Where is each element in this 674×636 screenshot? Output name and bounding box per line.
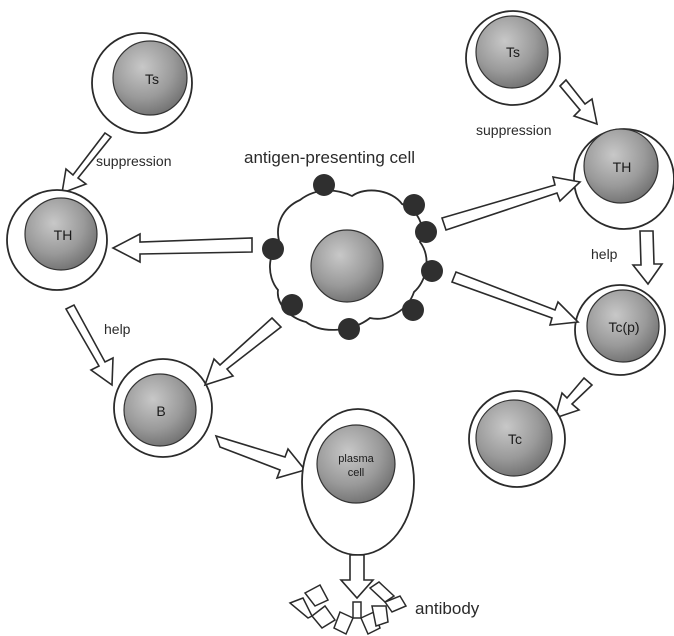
ts-right-label: Ts	[506, 44, 520, 60]
plasma-label-line1: plasma	[338, 453, 374, 465]
antigen-dot	[415, 221, 437, 243]
b-cell-label: B	[156, 403, 165, 419]
arrow-apc-to-th-left	[113, 234, 252, 262]
arrow-b-to-plasma	[216, 436, 305, 478]
th-left-label: TH	[54, 227, 73, 243]
antigen-dot	[262, 238, 284, 260]
apc-label: antigen-presenting cell	[244, 148, 415, 167]
arrow-apc-to-b	[205, 318, 281, 385]
antigen-dot	[403, 194, 425, 216]
ts-cell-right: Ts	[466, 11, 560, 105]
help-label-left: help	[104, 321, 131, 337]
antigen-dot	[338, 318, 360, 340]
antigen-dot	[421, 260, 443, 282]
antigen-dot	[313, 174, 335, 196]
antigen-dot	[281, 294, 303, 316]
antibody-label: antibody	[415, 599, 480, 618]
arrow-apc-to-tc-precursor	[452, 272, 578, 325]
plasma-cell: plasma cell	[302, 409, 414, 555]
antibody-icon-right	[370, 582, 406, 626]
arrow-apc-to-th-right	[442, 177, 580, 230]
help-arrow-right	[633, 231, 662, 284]
antigen-dot	[402, 299, 424, 321]
th-cell-left: TH	[7, 190, 107, 290]
antibody-icon-left	[290, 585, 335, 628]
antigen-presenting-cell	[262, 174, 443, 340]
tc-precursor-cell: Tc(p)	[575, 285, 665, 375]
plasma-label-line2: cell	[348, 467, 365, 479]
th-right-label: TH	[613, 159, 632, 175]
antibody-icons	[290, 582, 406, 634]
b-cell: B	[114, 359, 212, 457]
tc-precursor-label: Tc(p)	[608, 319, 639, 335]
tc-cell: Tc	[469, 391, 565, 487]
suppression-label-right: suppression	[476, 122, 552, 138]
suppression-arrow-right	[560, 80, 597, 124]
arrow-tc-precursor-to-tc	[555, 378, 592, 418]
arrow-plasma-to-antibody	[341, 555, 373, 598]
ts-cell-left: Ts	[92, 33, 192, 133]
help-label-right: help	[591, 246, 618, 262]
suppression-label-left: suppression	[96, 153, 172, 169]
th-cell-right: TH	[574, 129, 674, 229]
ts-left-label: Ts	[145, 71, 159, 87]
help-arrow-left	[66, 305, 113, 385]
tc-label: Tc	[508, 431, 522, 447]
